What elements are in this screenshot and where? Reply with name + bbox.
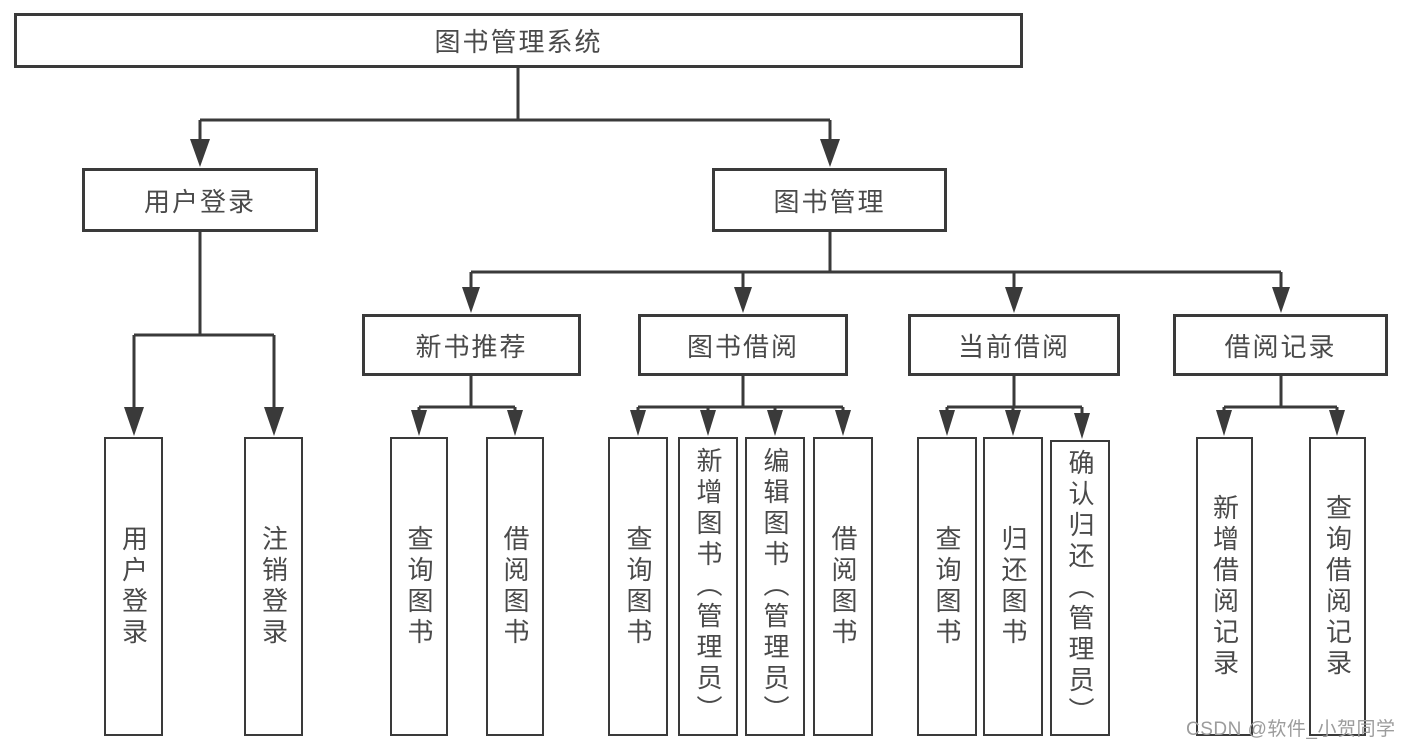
leaf-add-books-admin: 新增图书（管理员） xyxy=(678,437,738,736)
leaf-current-query-books-label: 查询图书 xyxy=(932,524,962,649)
leaf-borrow-query-books-label: 查询图书 xyxy=(623,524,653,649)
leaf-borrow-books: 借阅图书 xyxy=(813,437,873,736)
node-new-book-recommend-label: 新书推荐 xyxy=(415,331,528,362)
leaf-query-borrow-record: 查询借阅记录 xyxy=(1309,437,1366,736)
leaf-borrow-books-label: 借阅图书 xyxy=(828,524,858,649)
leaf-new-book-query-books-label: 查询图书 xyxy=(404,524,434,649)
node-user-login: 用户登录 xyxy=(82,168,318,232)
leaf-add-borrow-record-label: 新增借阅记录 xyxy=(1209,493,1240,680)
node-book-borrow: 图书借阅 xyxy=(638,314,848,376)
node-root: 图书管理系统 xyxy=(14,13,1023,68)
leaf-edit-books-admin-label: 编辑图书（管理员） xyxy=(760,447,790,726)
connector-root-to-level2 xyxy=(190,68,840,167)
leaf-add-borrow-record: 新增借阅记录 xyxy=(1196,437,1253,736)
node-root-label: 图书管理系统 xyxy=(434,27,603,57)
leaf-confirm-return-admin-label: 确认归还（管理员） xyxy=(1065,448,1095,728)
leaf-user-login-label: 用户登录 xyxy=(118,524,149,649)
node-borrow-record: 借阅记录 xyxy=(1173,314,1388,376)
leaf-query-borrow-record-label: 查询借阅记录 xyxy=(1322,493,1353,680)
node-current-borrow-label: 当前借阅 xyxy=(957,331,1070,362)
node-book-borrow-label: 图书借阅 xyxy=(686,331,799,362)
node-new-book-recommend: 新书推荐 xyxy=(362,314,581,376)
connector-new-book-children xyxy=(411,376,523,436)
leaf-return-books: 归还图书 xyxy=(983,437,1043,736)
leaf-add-books-admin-label: 新增图书（管理员） xyxy=(693,447,723,726)
connector-user-login-children xyxy=(124,232,284,436)
connector-book-borrow-children xyxy=(630,376,851,436)
connector-book-management-children xyxy=(462,232,1290,313)
node-borrow-record-label: 借阅记录 xyxy=(1224,331,1337,362)
leaf-new-book-borrow-books: 借阅图书 xyxy=(486,437,544,736)
leaf-new-book-query-books: 查询图书 xyxy=(390,437,448,736)
leaf-edit-books-admin: 编辑图书（管理员） xyxy=(745,437,805,736)
leaf-logout-label: 注销登录 xyxy=(258,524,289,649)
connector-borrow-record-children xyxy=(1216,376,1345,436)
node-book-management: 图书管理 xyxy=(712,168,947,232)
leaf-user-login: 用户登录 xyxy=(104,437,163,736)
leaf-borrow-query-books: 查询图书 xyxy=(608,437,668,736)
leaf-confirm-return-admin: 确认归还（管理员） xyxy=(1050,440,1110,736)
connector-current-borrow-children xyxy=(939,376,1090,439)
leaf-current-query-books: 查询图书 xyxy=(917,437,977,736)
node-user-login-label: 用户登录 xyxy=(143,186,256,217)
csdn-watermark: CSDN @软件_小贺同学 xyxy=(1186,719,1396,740)
node-book-management-label: 图书管理 xyxy=(773,186,886,217)
leaf-logout: 注销登录 xyxy=(244,437,303,736)
leaf-new-book-borrow-books-label: 借阅图书 xyxy=(500,524,530,649)
node-current-borrow: 当前借阅 xyxy=(908,314,1120,376)
leaf-return-books-label: 归还图书 xyxy=(998,524,1028,649)
